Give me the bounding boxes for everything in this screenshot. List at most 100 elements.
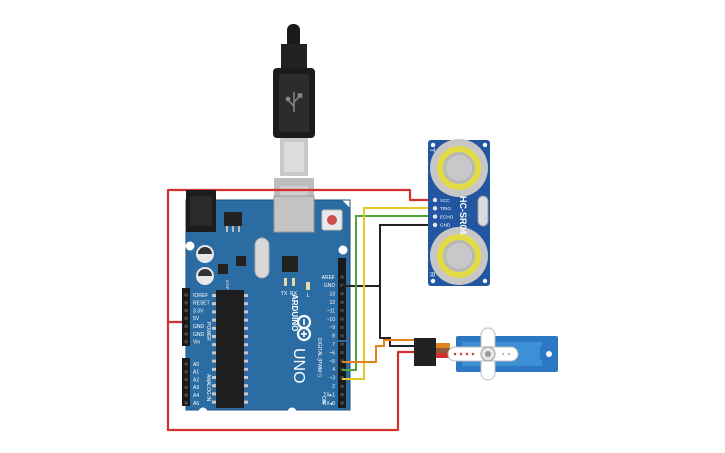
pin-label: GND: [324, 283, 336, 289]
sensor-pin[interactable]: [432, 197, 438, 203]
chip-pins: [212, 294, 248, 404]
sensor-pin[interactable]: [432, 214, 438, 219]
pin-label: A0: [193, 362, 199, 368]
pin-label: A1: [193, 370, 199, 376]
header-pin[interactable]: [184, 293, 188, 297]
header-pin[interactable]: [184, 401, 188, 405]
wire-gnd-sensor[interactable]: [342, 224, 432, 287]
header-pin[interactable]: [340, 334, 344, 338]
pin-label: ~5: [329, 359, 335, 365]
pin-label: A5: [193, 401, 199, 407]
wire-echo[interactable]: [342, 215, 432, 371]
servo-horn[interactable]: [447, 327, 519, 381]
arduino-uno-board[interactable]: TX RX L ARDUINO UNO DIGITAL (PWM~) ON IC…: [182, 190, 351, 417]
l-led-label: L: [307, 293, 310, 299]
header-pin[interactable]: [184, 340, 188, 344]
pin-label: ~10: [327, 317, 336, 323]
usb-symbol-icon: [285, 92, 303, 112]
sensor-pin-label: GND: [440, 223, 451, 228]
mounting-hole: [338, 245, 348, 255]
sensor-model-label: HC-SR04: [458, 196, 468, 235]
transmitter-label: T: [428, 148, 435, 153]
pin-label: ~6: [329, 350, 335, 356]
pin-label: A2: [193, 377, 199, 383]
header-pin[interactable]: [340, 384, 344, 388]
crystal-oscillator: [254, 237, 270, 279]
pin-label: A4: [193, 393, 199, 399]
wire-servo-power[interactable]: [166, 322, 416, 432]
header-pin[interactable]: [340, 325, 344, 329]
rx-label: RX: [290, 291, 298, 297]
reset-button[interactable]: [321, 209, 343, 231]
wire-trig[interactable]: [342, 207, 432, 380]
usb-port: [273, 195, 315, 233]
capacitor: [196, 245, 214, 263]
micro-servo[interactable]: [414, 327, 558, 381]
sensor-pin-labels: VCC TRIG ECHO GND: [432, 197, 454, 228]
analog-group-label: ANALOG IN: [205, 374, 211, 402]
power-group-label: POWER: [205, 322, 211, 341]
header-pin[interactable]: [184, 385, 188, 389]
mounting-hole: [287, 407, 297, 417]
pin-label: 3.3V: [193, 308, 204, 314]
wire-5v[interactable]: [166, 188, 432, 324]
pin-label: 2: [332, 384, 335, 390]
pin-label: TX▸1: [323, 392, 335, 398]
header-pin[interactable]: [184, 316, 188, 320]
receiver-transducer: [430, 227, 488, 285]
digital-header-upper: [338, 258, 346, 340]
header-pin[interactable]: [340, 292, 344, 296]
pin-label: ~3: [329, 376, 335, 382]
header-pin[interactable]: [340, 309, 344, 313]
header-pin[interactable]: [340, 376, 344, 380]
sensor-pin[interactable]: [432, 206, 438, 211]
model-label: UNO: [290, 348, 307, 384]
header-pin[interactable]: [184, 332, 188, 336]
header-pin[interactable]: [184, 393, 188, 397]
sensor-pin-label: TRIG: [440, 206, 451, 211]
pin-label: 7: [332, 342, 335, 348]
receiver-label: R: [428, 272, 435, 277]
header-pin[interactable]: [340, 351, 344, 355]
tx-label: TX: [281, 291, 288, 297]
pin-label: 5V: [193, 316, 200, 322]
wire-servo-signal[interactable]: [342, 339, 416, 363]
header-pin[interactable]: [184, 301, 188, 305]
header-pin[interactable]: [340, 275, 344, 279]
header-pin[interactable]: [184, 362, 188, 366]
pin-label: RX◂0: [323, 401, 335, 407]
pin-label: 13: [329, 292, 335, 298]
sensor-pin-label: ECHO: [440, 214, 454, 219]
mounting-hole: [185, 241, 195, 251]
pin-label: 8: [332, 334, 335, 340]
header-pin[interactable]: [184, 324, 188, 328]
digital-group-label: DIGITAL (PWM~): [316, 338, 322, 377]
voltage-regulator: [224, 212, 242, 226]
pin-label: GND: [193, 324, 205, 330]
ultrasonic-sensor-hc-sr04[interactable]: HC-SR04 T R VCC TRIG ECHO GND: [428, 139, 490, 286]
icsp-label: ICSP: [225, 280, 230, 290]
analog-header: [182, 358, 190, 406]
pin-label: Vin: [193, 340, 200, 346]
header-pin[interactable]: [340, 342, 344, 346]
header-pin[interactable]: [340, 393, 344, 397]
arduino-logo: [296, 314, 312, 342]
header-pin[interactable]: [184, 309, 188, 313]
header-pin[interactable]: [184, 378, 188, 382]
header-pin[interactable]: [184, 370, 188, 374]
digital-header-lower: [338, 342, 346, 408]
sensor-pin[interactable]: [432, 222, 438, 228]
header-pin[interactable]: [340, 401, 344, 405]
header-pin[interactable]: [340, 300, 344, 304]
sensor-pin-label: VCC: [440, 198, 450, 203]
wire-gnd-servo[interactable]: [379, 286, 416, 347]
servo-connector[interactable]: [414, 338, 436, 366]
pin-label: IOREF: [193, 293, 208, 299]
header-pin[interactable]: [340, 317, 344, 321]
on-label: ON: [320, 396, 326, 404]
transmitter-transducer: [430, 139, 488, 197]
